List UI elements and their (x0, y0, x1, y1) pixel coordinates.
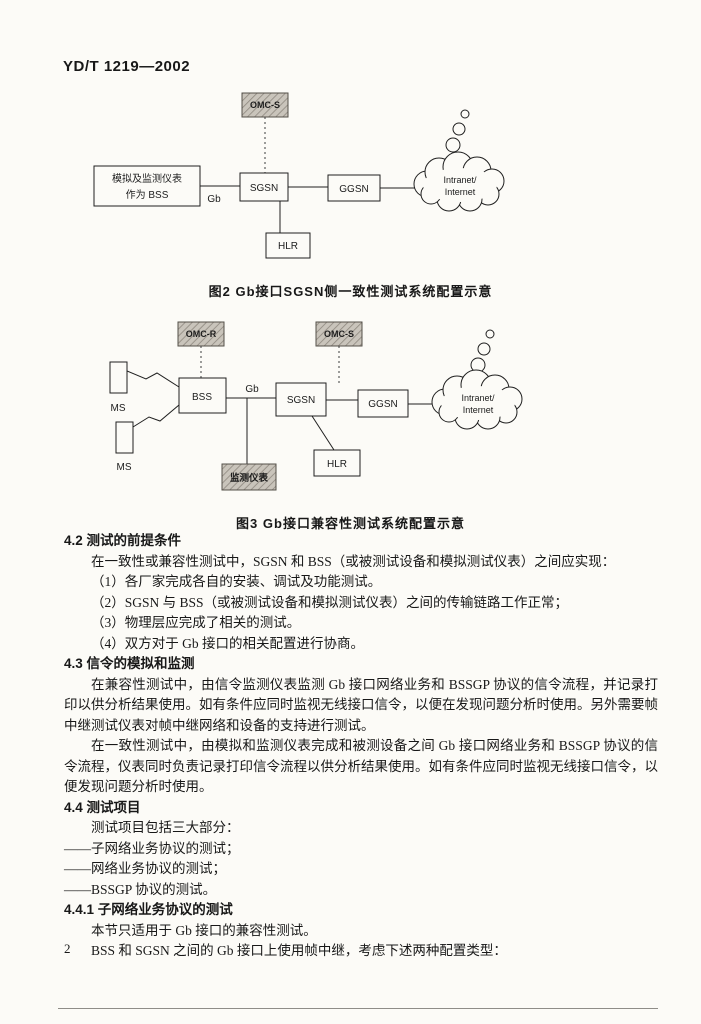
paragraph-4-2-intro: 在一致性或兼容性测试中，SGSN 和 BSS（或被测试设备和模拟测试仪表）之间应… (91, 553, 616, 569)
dash-item-3: ——BSSGP 协议的测试。 (64, 881, 217, 897)
internet-cloud: Intranet/ Internet (431, 329, 523, 430)
bss-label: BSS (192, 392, 212, 403)
paragraph-4-4-intro: 测试项目包括三大部分： (91, 820, 240, 835)
heading-4-3: 4.3 信令的模拟和监测 (64, 656, 195, 671)
omcs-node: OMC-S (315, 321, 363, 347)
dash-item-2: ——网络业务协议的测试； (64, 861, 226, 876)
omcs-node: OMC-S (241, 92, 289, 118)
sgsn-node: SGSN (275, 382, 327, 417)
hlr-node: HLR (313, 449, 361, 477)
paragraph-4-4-1-2: BSS 和 SGSN 之间的 Gb 接口上使用帧中继，考虑下述两种配置类型： (91, 943, 507, 958)
list-item-2: （2）SGSN 与 BSS（或被测试设备和模拟测试仪表）之间的传输链路工作正常； (91, 594, 569, 610)
sgsn-node: SGSN (239, 172, 289, 202)
cloud-label-line1: Intranet/ (443, 175, 477, 185)
figure2-diagram: OMC-S 模拟及监测仪表 作为 BSS Gb SGSN GGSN (93, 92, 505, 259)
sgsn-label: SGSN (287, 395, 315, 406)
cloud-bubble (445, 137, 461, 153)
ggsn-label: GGSN (368, 399, 397, 410)
dash-item-1: ——子网络业务协议的测试； (64, 840, 240, 856)
ms1-label: MS (111, 403, 126, 414)
body-text: 4.2 测试的前提条件 在一致性或兼容性测试中，SGSN 和 BSS（或被测试设… (64, 531, 658, 962)
paragraph-4-4-1-1: 本节只适用于 Gb 接口的兼容性测试。 (91, 922, 317, 938)
omcs-label: OMC-S (250, 100, 280, 110)
cloud-bubble (452, 122, 466, 136)
ggsn-node: GGSN (357, 389, 409, 418)
heading-4-4-1: 4.4.1 子网络业务协议的测试 (64, 902, 233, 917)
hlr-label: HLR (327, 459, 347, 470)
omcs-label: OMC-S (324, 329, 354, 339)
cloud-bubble (460, 109, 470, 119)
footer-rule (58, 1008, 658, 1009)
monitor-instrument-label: 监测仪表 (230, 472, 269, 484)
paragraph-4-3-2: 在一致性测试中，由模拟和监测仪表完成和被测设备之间 Gb 接口网络业务和 BSS… (64, 738, 658, 794)
heading-4-2: 4.2 测试的前提条件 (64, 533, 182, 548)
ggsn-node: GGSN (327, 174, 381, 202)
omcr-node: OMC-R (177, 321, 225, 347)
cloud-label-line2: Internet (463, 405, 494, 415)
ms2-label: MS (117, 462, 132, 473)
ggsn-label: GGSN (339, 184, 368, 195)
bss-simulator-label-line1: 模拟及监测仪表 (112, 172, 182, 185)
ms2-node: MS (115, 421, 134, 473)
bss-simulator-label-line2: 作为 BSS (126, 189, 169, 201)
bss-simulator-node: 模拟及监测仪表 作为 BSS (93, 165, 201, 207)
cloud-label-line1: Intranet/ (461, 393, 495, 403)
ms1-bss-radio-link (126, 370, 180, 388)
list-item-4: （4）双方对于 Gb 接口的相关配置进行协商。 (91, 635, 364, 651)
omcr-label: OMC-R (186, 329, 217, 339)
heading-4-4: 4.4 测试项目 (64, 799, 141, 815)
paragraph-4-3-1: 在兼容性测试中，由信令监测仪表监测 Gb 接口网络业务和 BSSGP 协议的信令… (64, 676, 658, 733)
figure3-diagram: OMC-R OMC-S MS MS BSS Gb SGSN (109, 321, 523, 491)
hlr-node: HLR (265, 232, 311, 259)
doc-number: YD/T 1219—2002 (63, 58, 191, 75)
list-item-3: （3）物理层应完成了相关的测试。 (91, 615, 301, 630)
gb-interface-label: Gb (245, 384, 259, 395)
internet-cloud: Intranet/ Internet (413, 109, 505, 212)
page-number: 2 (64, 941, 71, 956)
ms2-bss-radio-link (132, 404, 180, 428)
cloud-bubble (477, 342, 491, 356)
sgsn-label: SGSN (250, 183, 278, 194)
monitor-instrument-node: 监测仪表 (221, 463, 277, 491)
cloud-label-line2: Internet (445, 187, 476, 197)
cloud-bubble (485, 329, 495, 339)
figure2-caption: 图2 Gb接口SGSN侧一致性测试系统配置示意 (208, 284, 493, 299)
bss-node: BSS (178, 377, 227, 414)
list-item-1: （1）各厂家完成各自的安装、调试及功能测试。 (91, 574, 382, 589)
sgsn-hlr-link (311, 415, 335, 451)
ms1-node: MS (109, 361, 128, 414)
gb-interface-label: Gb (207, 194, 221, 205)
hlr-label: HLR (278, 241, 298, 252)
figure3-caption: 图3 Gb接口兼容性测试系统配置示意 (236, 516, 465, 531)
